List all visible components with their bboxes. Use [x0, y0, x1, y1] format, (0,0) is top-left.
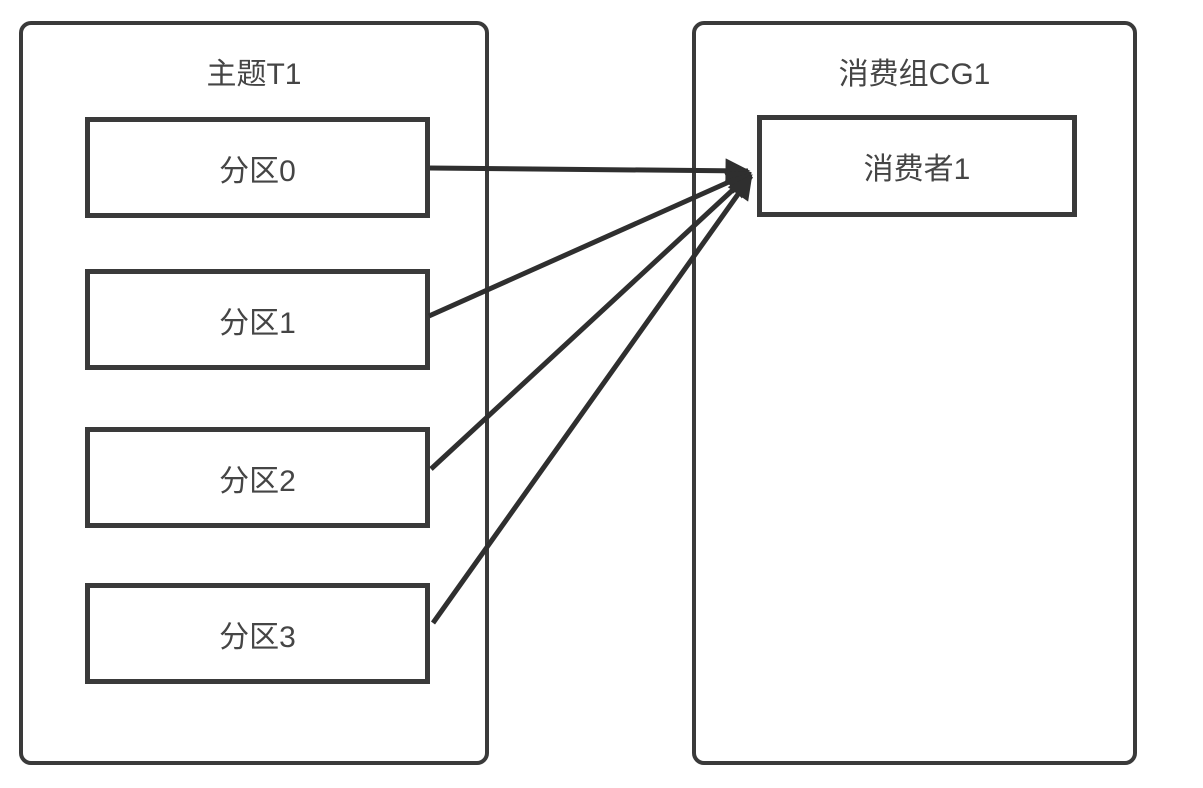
consumer-group-container: 消费组CG1 消费者1 — [692, 21, 1137, 765]
partition-0-box: 分区0 — [85, 117, 430, 218]
consumer-1-box: 消费者1 — [757, 115, 1077, 217]
partition-0-label: 分区0 — [219, 154, 296, 188]
partition-2-box: 分区2 — [85, 427, 430, 528]
partition-1-label: 分区1 — [219, 306, 296, 340]
consumer-group-title: 消费组CG1 — [838, 58, 991, 91]
partition-3-box: 分区3 — [85, 583, 430, 684]
partition-2-label: 分区2 — [219, 464, 296, 498]
partition-3-label: 分区3 — [219, 620, 296, 654]
topic-container: 主题T1 分区0 分区1 分区2 分区3 — [19, 21, 489, 765]
partition-1-box: 分区1 — [85, 269, 430, 370]
consumer-1-label: 消费者1 — [863, 153, 971, 186]
topic-title: 主题T1 — [206, 58, 302, 91]
